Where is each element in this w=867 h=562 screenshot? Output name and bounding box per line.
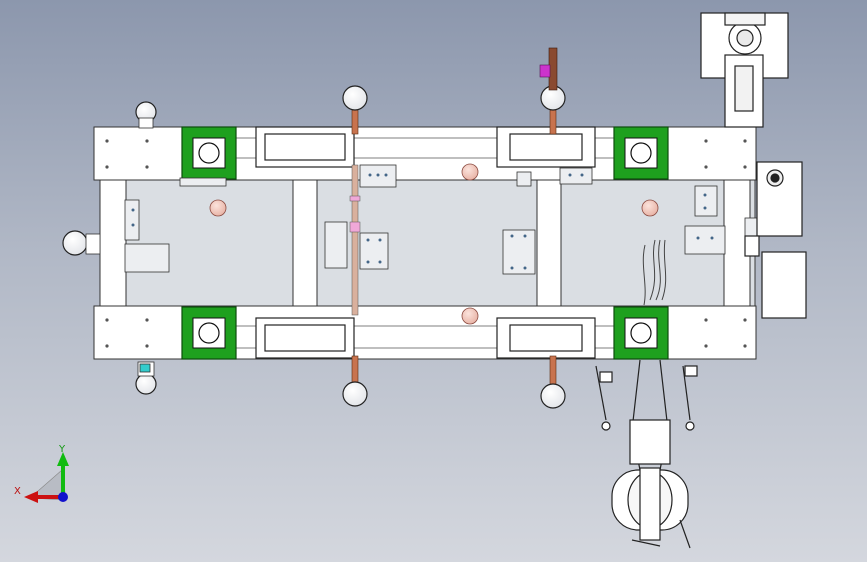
side-boxes	[744, 161, 807, 319]
caster	[62, 230, 88, 256]
cable-bundle	[642, 239, 667, 306]
bolt-holes	[105, 139, 747, 348]
locating-pins	[209, 163, 659, 325]
casters	[62, 85, 566, 409]
corner-blocks	[181, 126, 669, 360]
triad-z-dot	[58, 492, 68, 502]
center-rod	[351, 164, 359, 316]
cross-member-1	[292, 164, 318, 316]
caster	[135, 373, 157, 395]
bracket-holes	[131, 173, 714, 270]
corner-block	[613, 306, 669, 360]
crank-assembly	[595, 359, 698, 549]
caster-mounts	[85, 117, 155, 377]
triad-y-arrow	[57, 452, 69, 466]
cross-member-2	[536, 164, 562, 316]
triad-y-label: Y	[58, 444, 66, 455]
caster	[342, 381, 368, 407]
axis-triad: Y X	[14, 444, 69, 503]
slot-plates	[255, 126, 596, 359]
brackets	[124, 164, 758, 275]
caster	[540, 383, 566, 409]
corner-block	[181, 126, 237, 180]
motor-housing	[700, 12, 789, 128]
triad-x-label: X	[14, 486, 21, 497]
caster	[342, 85, 368, 111]
end-plates	[93, 126, 757, 360]
magenta-cap	[539, 64, 551, 78]
corner-block	[181, 306, 237, 360]
corner-block	[613, 126, 669, 180]
triad-x-arrow	[24, 491, 38, 503]
